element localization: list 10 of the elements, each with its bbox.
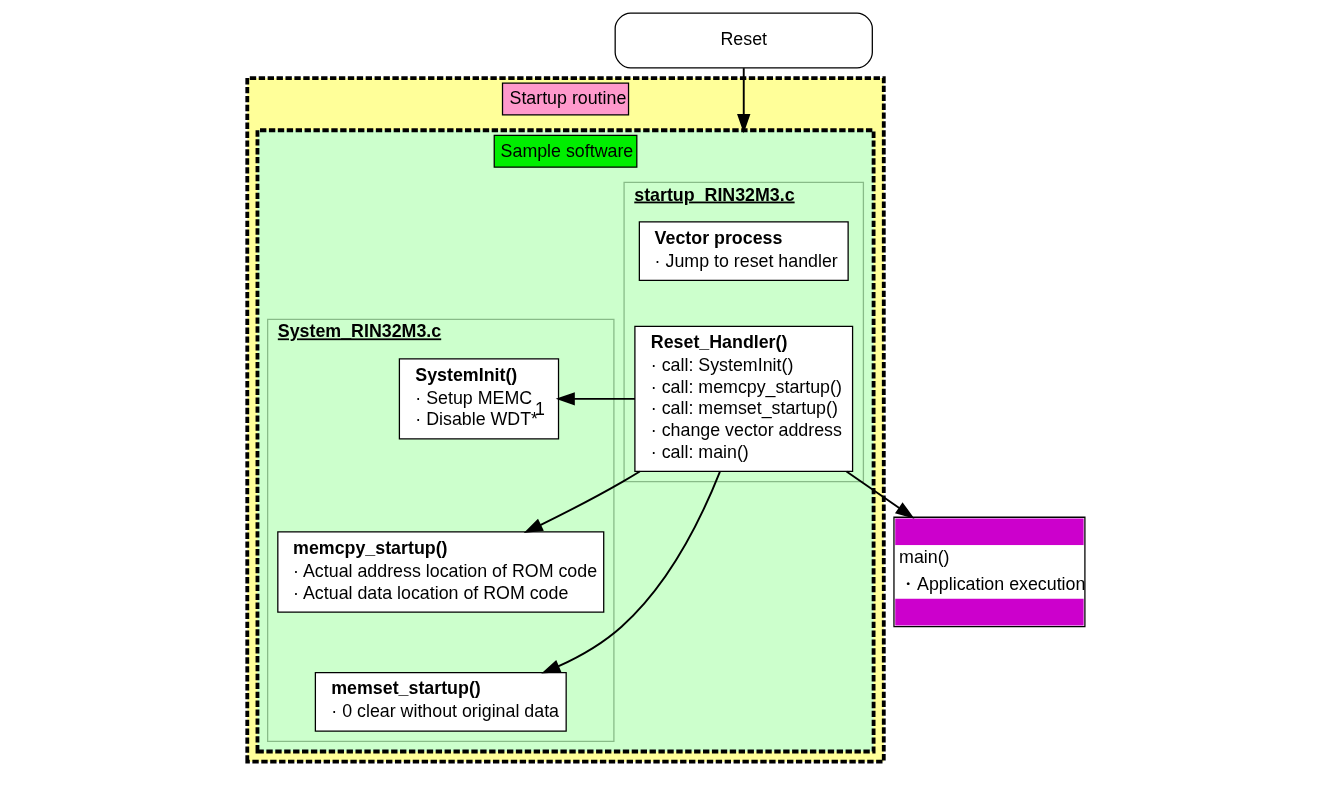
arrow xyxy=(845,470,915,519)
arrow xyxy=(737,67,751,134)
node-box: memset_startup() · 0 clear without original data xyxy=(314,671,567,732)
node-box: Reset xyxy=(614,12,873,69)
node-box: Vector process · Jump to reset handler xyxy=(638,221,849,282)
arrow xyxy=(523,470,641,534)
arrow xyxy=(555,392,636,406)
node-box: Reset_Handler() · call: SystemInit() · call: memcpy_startup() · call: memset_startup() · change vector address · call: main() xyxy=(634,325,854,473)
arrow xyxy=(541,470,721,674)
node-box: memcpy_startup() · Actual address location of ROM code · Actual data location of ROM code xyxy=(277,531,605,613)
